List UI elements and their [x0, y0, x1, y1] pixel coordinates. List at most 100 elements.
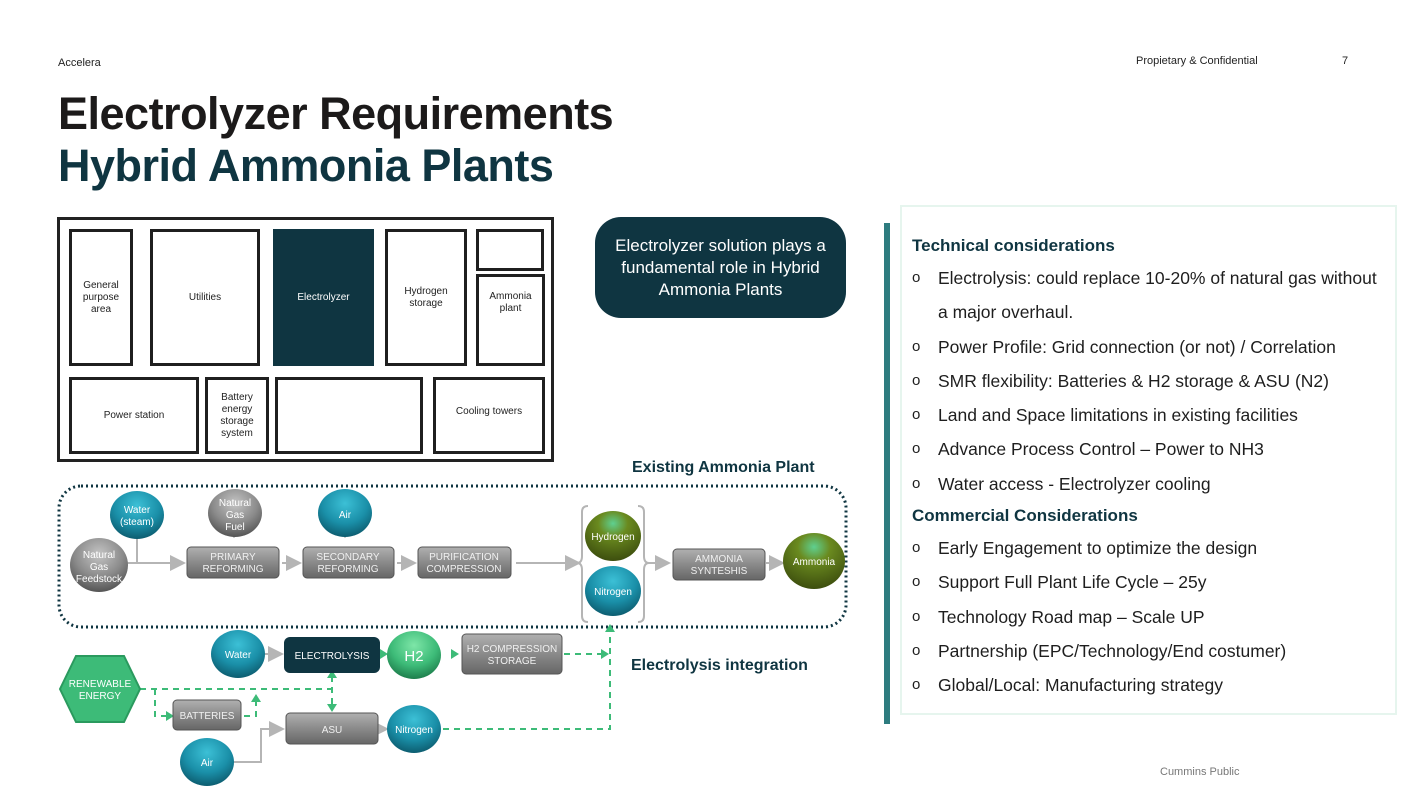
box-purification-compression: PURIFICATION COMPRESSION: [417, 546, 512, 579]
zone-ammonia-plant: Ammonia plant: [476, 274, 545, 366]
arrow-to-asu: [327, 704, 337, 712]
connector-air-asu: [232, 721, 285, 763]
arrow-h2-to-plant: [601, 649, 609, 659]
arrow-to-h2: [380, 649, 388, 659]
power-line-batteries: [154, 689, 168, 717]
bullet-icon: o: [912, 269, 921, 286]
process-flow-diagram: Water (steam) Natural Gas Feedstock Natu…: [57, 484, 848, 786]
svg-text:COMPRESSION: COMPRESSION: [426, 564, 501, 575]
node-h2: H2: [387, 631, 441, 679]
zone-utilities: Utilities: [150, 229, 260, 366]
commercial-heading: Commercial Considerations: [912, 506, 1138, 526]
svg-text:ENERGY: ENERGY: [79, 691, 122, 702]
power-line-batteries-return: [244, 698, 257, 717]
node-air-asu: Air: [180, 738, 234, 786]
consideration-text: SMR flexibility: Batteries & H2 storage …: [938, 370, 1329, 391]
box-h2-compression-storage: H2 COMPRESSION STORAGE: [461, 633, 563, 675]
box-ammonia-synthesis: AMMONIA SYNTESHIS: [672, 548, 766, 581]
arrow-to-batteries: [166, 711, 174, 721]
zone-blank-bottom: [275, 377, 423, 454]
page-title: Electrolyzer Requirements: [58, 88, 614, 139]
svg-text:PURIFICATION: PURIFICATION: [429, 552, 499, 563]
svg-text:SECONDARY: SECONDARY: [316, 552, 379, 563]
svg-text:ELECTROLYSIS: ELECTROLYSIS: [295, 651, 370, 662]
consideration-item: o Water access - Electrolyzer cooling: [912, 467, 1391, 501]
zone-battery-storage: Battery energy storage system: [205, 377, 269, 454]
electrolyzer-callout: Electrolyzer solution plays a fundamenta…: [595, 217, 846, 318]
svg-text:Nitrogen: Nitrogen: [395, 725, 433, 736]
consideration-text: Partnership (EPC/Technology/End costumer…: [938, 640, 1287, 661]
consideration-text: Global/Local: Manufacturing strategy: [938, 675, 1224, 696]
svg-text:Air: Air: [201, 758, 214, 769]
node-natural-gas-feedstock: Natural Gas Feedstock: [70, 538, 128, 592]
svg-text:Natural: Natural: [83, 550, 115, 561]
svg-text:REFORMING: REFORMING: [202, 564, 263, 575]
svg-text:Ammonia: Ammonia: [793, 557, 836, 568]
consideration-text: Technology Road map – Scale UP: [938, 606, 1205, 627]
zone-hydrogen-storage: Hydrogen storage: [385, 229, 467, 366]
svg-text:H2 COMPRESSION: H2 COMPRESSION: [467, 644, 558, 655]
consideration-text: Land and Space limitations in existing f…: [938, 405, 1298, 426]
accent-bar: [884, 223, 890, 724]
node-renewable-energy: RENEWABLE ENERGY: [58, 655, 142, 723]
svg-text:STORAGE: STORAGE: [488, 656, 537, 667]
brand-label: Accelera: [58, 57, 101, 69]
page-subtitle: Hybrid Ammonia Plants: [58, 140, 554, 191]
svg-text:REFORMING: REFORMING: [317, 564, 378, 575]
node-water-steam: Water (steam): [110, 491, 164, 539]
technical-list: o Electrolysis: could replace 10-20% of n…: [912, 261, 1391, 501]
svg-text:Feedstock: Feedstock: [76, 574, 123, 585]
box-batteries: BATTERIES: [172, 699, 242, 731]
consideration-item: o Global/Local: Manufacturing strategy: [912, 668, 1391, 702]
svg-text:Natural: Natural: [219, 498, 251, 509]
bullet-icon: o: [912, 607, 921, 625]
bullet-icon: o: [912, 440, 921, 458]
svg-text:Nitrogen: Nitrogen: [594, 587, 632, 598]
electrolysis-integration-label: Electrolysis integration: [631, 657, 808, 674]
svg-text:Gas: Gas: [226, 510, 244, 521]
zone-cooling-towers: Cooling towers: [433, 377, 545, 454]
arrow-nitrogen-to-plant: [605, 624, 615, 632]
bullet-icon: o: [912, 676, 921, 694]
svg-text:BATTERIES: BATTERIES: [180, 711, 235, 722]
consideration-item: o Technology Road map – Scale UP: [912, 600, 1391, 634]
consideration-item: o Partnership (EPC/Technology/End costume…: [912, 634, 1391, 668]
consideration-text: Electrolysis: could replace 10-20% of na…: [938, 268, 1377, 323]
svg-text:Gas: Gas: [90, 562, 108, 573]
svg-text:Hydrogen: Hydrogen: [591, 532, 634, 543]
zone-electrolyzer: Electrolyzer: [273, 229, 374, 366]
zone-blank-top: [476, 229, 544, 271]
footer-classification: Cummins Public: [1160, 766, 1240, 778]
arrow-to-electrolysis: [327, 670, 337, 678]
confidentiality-label: Propietary & Confidential: [1136, 55, 1258, 67]
bullet-icon: o: [912, 641, 921, 659]
node-water-electrolysis: Water: [211, 630, 265, 678]
bullet-icon: o: [912, 573, 921, 591]
arrow-to-h2-storage: [451, 649, 459, 659]
svg-text:Water: Water: [225, 650, 252, 661]
node-air: Air: [318, 489, 372, 537]
bullet-icon: o: [912, 406, 921, 424]
arrow-batteries-up: [251, 694, 261, 702]
bracket-left: [576, 505, 589, 623]
consideration-text: Water access - Electrolyzer cooling: [938, 473, 1211, 494]
consideration-item: o Land and Space limitations in existing …: [912, 398, 1391, 432]
nitrogen-line: [443, 635, 611, 730]
zone-general-purpose-area: General purpose area: [69, 229, 133, 366]
bullet-icon: o: [912, 474, 921, 492]
bullet-icon: o: [912, 337, 921, 355]
svg-text:Air: Air: [339, 510, 352, 521]
svg-text:SYNTESHIS: SYNTESHIS: [691, 566, 748, 577]
node-ammonia: Ammonia: [783, 533, 845, 589]
consideration-item: o Electrolysis: could replace 10-20% of n…: [912, 261, 1391, 330]
svg-text:Fuel: Fuel: [225, 522, 244, 533]
consideration-text: Early Engagement to optimize the design: [938, 538, 1258, 559]
existing-plant-boundary: [57, 484, 848, 629]
existing-plant-label: Existing Ammonia Plant: [632, 459, 815, 476]
svg-text:ASU: ASU: [322, 725, 343, 736]
box-electrolysis: ELECTROLYSIS: [284, 637, 380, 673]
node-natural-gas-fuel: Natural Gas Fuel: [208, 489, 262, 537]
